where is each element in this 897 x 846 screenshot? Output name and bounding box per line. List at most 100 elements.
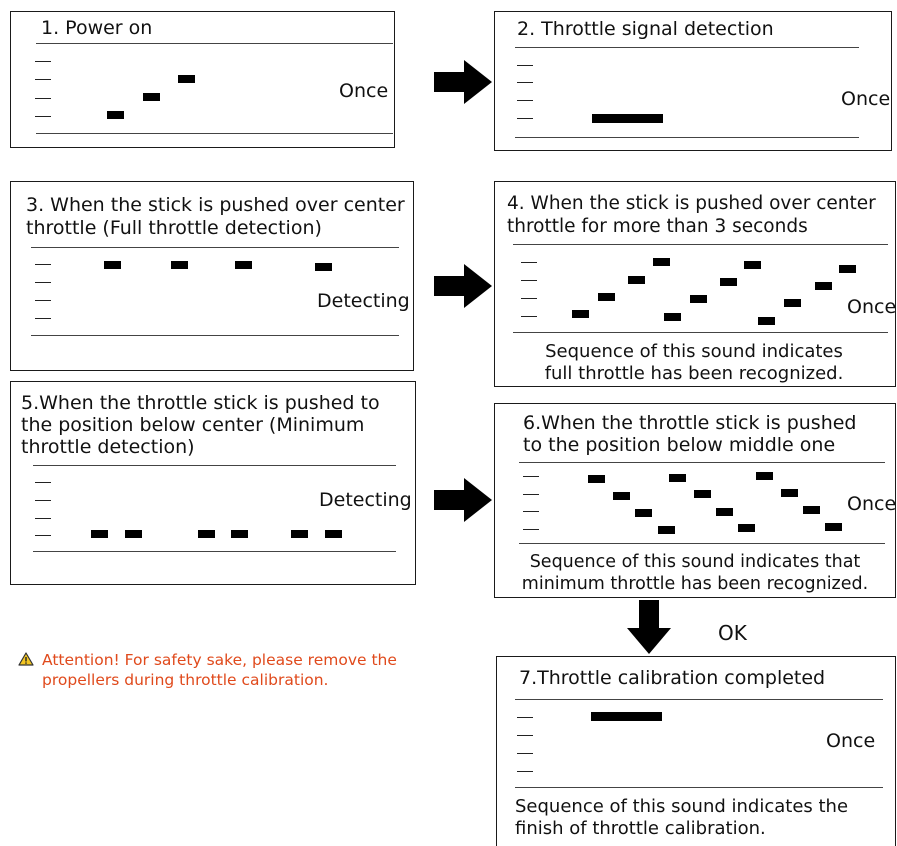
panel-title: 1. Power on: [41, 17, 152, 40]
beep-mark: [756, 472, 773, 480]
beep-mark: [653, 258, 670, 266]
long-beep-mark: [592, 114, 663, 123]
staff-tick: [517, 717, 533, 718]
bottom-rule: [31, 335, 399, 336]
sound-caption: Sequence of this sound indicates full th…: [495, 341, 893, 385]
title-line-1: 2. Throttle signal detection: [517, 18, 774, 40]
status-label: Once: [847, 493, 897, 515]
status-label: Detecting: [319, 489, 412, 511]
title-line-1: 6.When the throttle stick is pushed: [523, 412, 857, 434]
beep-mark: [291, 530, 308, 538]
title-line-2: the position below center (Minimum: [21, 414, 365, 436]
status-label: Detecting: [317, 290, 410, 312]
arrow-right-icon: [434, 264, 492, 308]
staff-tick: [517, 82, 533, 83]
panel-title: 5.When the throttle stick is pushed to t…: [21, 392, 380, 458]
arrow-down-icon: [627, 600, 671, 654]
title-line-1: 7.Throttle calibration completed: [519, 667, 826, 689]
sound-caption: Sequence of this sound indicates the fin…: [515, 796, 848, 840]
beep-mark: [104, 261, 121, 269]
staff-tick: [517, 753, 533, 754]
beep-mark: [815, 282, 832, 290]
beep-mark: [143, 93, 160, 101]
panel-title: 7.Throttle calibration completed: [519, 667, 825, 690]
beep-mark: [738, 524, 755, 532]
beep-mark: [178, 75, 195, 83]
top-rule: [515, 699, 883, 700]
beep-mark: [781, 489, 798, 497]
top-rule: [519, 462, 885, 463]
beep-mark: [635, 509, 652, 517]
beep-mark: [235, 261, 252, 269]
step-panel-5: 5.When the throttle stick is pushed to t…: [10, 381, 416, 585]
title-line-1: 3. When the stick is pushed over center: [26, 194, 405, 216]
step-panel-7: 7.Throttle calibration completed Once Se…: [496, 656, 896, 846]
title-line-2: throttle (Full throttle detection): [26, 217, 322, 239]
beep-mark: [744, 261, 761, 269]
panel-title: 2. Throttle signal detection: [517, 18, 774, 41]
beep-mark: [325, 530, 342, 538]
top-rule: [513, 244, 888, 245]
attention-line-2: propellers during throttle calibration.: [42, 671, 329, 689]
beep-mark: [125, 530, 142, 538]
step-panel-4: 4. When the stick is pushed over center …: [494, 181, 896, 387]
bottom-rule: [33, 551, 396, 552]
bottom-rule: [515, 787, 883, 788]
staff-tick: [35, 318, 51, 319]
staff-tick: [521, 262, 537, 263]
staff-tick: [35, 482, 51, 483]
sound-caption: Sequence of this sound indicates that mi…: [495, 551, 895, 595]
staff-tick: [35, 264, 51, 265]
bottom-rule: [515, 137, 859, 138]
title-line-1: 4. When the stick is pushed over center: [507, 193, 876, 214]
staff-tick: [517, 735, 533, 736]
beep-mark: [598, 293, 615, 301]
beep-mark: [803, 506, 820, 514]
beep-mark: [628, 276, 645, 284]
staff-tick: [35, 79, 51, 80]
staff-tick: [517, 771, 533, 772]
caption-line-1: Sequence of this sound indicates that: [529, 552, 861, 572]
panel-title: 6.When the throttle stick is pushed to t…: [523, 412, 857, 456]
beep-mark: [231, 530, 248, 538]
staff-tick: [523, 529, 539, 530]
top-rule: [33, 465, 396, 466]
staff-tick: [523, 511, 539, 512]
staff-tick: [517, 118, 533, 119]
caption-line-2: finish of throttle calibration.: [515, 818, 766, 839]
beep-mark: [107, 111, 124, 119]
beep-mark: [315, 263, 332, 271]
staff-tick: [35, 98, 51, 99]
panel-title: 3. When the stick is pushed over center …: [26, 194, 405, 240]
staff-tick: [521, 316, 537, 317]
title-line-1: 1. Power on: [41, 17, 153, 39]
beep-mark: [669, 474, 686, 482]
top-rule: [31, 247, 399, 248]
staff-tick: [517, 65, 533, 66]
staff-tick: [517, 100, 533, 101]
warning-triangle-icon: [18, 652, 34, 666]
title-line-2: to the position below middle one: [523, 434, 836, 456]
ok-label: OK: [718, 621, 747, 645]
status-label: Once: [847, 296, 897, 318]
beep-mark: [664, 313, 681, 321]
beep-mark: [572, 310, 589, 318]
panel-title: 4. When the stick is pushed over center …: [507, 192, 876, 238]
caption-line-1: Sequence of this sound indicates the: [515, 796, 849, 817]
staff-tick: [521, 280, 537, 281]
attention-text: Attention! For safety sake, please remov…: [42, 650, 452, 690]
status-label: Once: [841, 88, 891, 110]
staff-tick: [35, 282, 51, 283]
status-label: Once: [826, 730, 876, 752]
step-panel-6: 6.When the throttle stick is pushed to t…: [494, 403, 896, 598]
staff-tick: [523, 476, 539, 477]
beep-mark: [91, 530, 108, 538]
top-rule: [36, 43, 393, 44]
beep-mark: [825, 523, 842, 531]
staff-tick: [35, 535, 51, 536]
title-line-2: throttle for more than 3 seconds: [507, 216, 808, 237]
staff-tick: [35, 500, 51, 501]
beep-mark: [171, 261, 188, 269]
bottom-rule: [519, 543, 885, 544]
staff-tick: [35, 518, 51, 519]
